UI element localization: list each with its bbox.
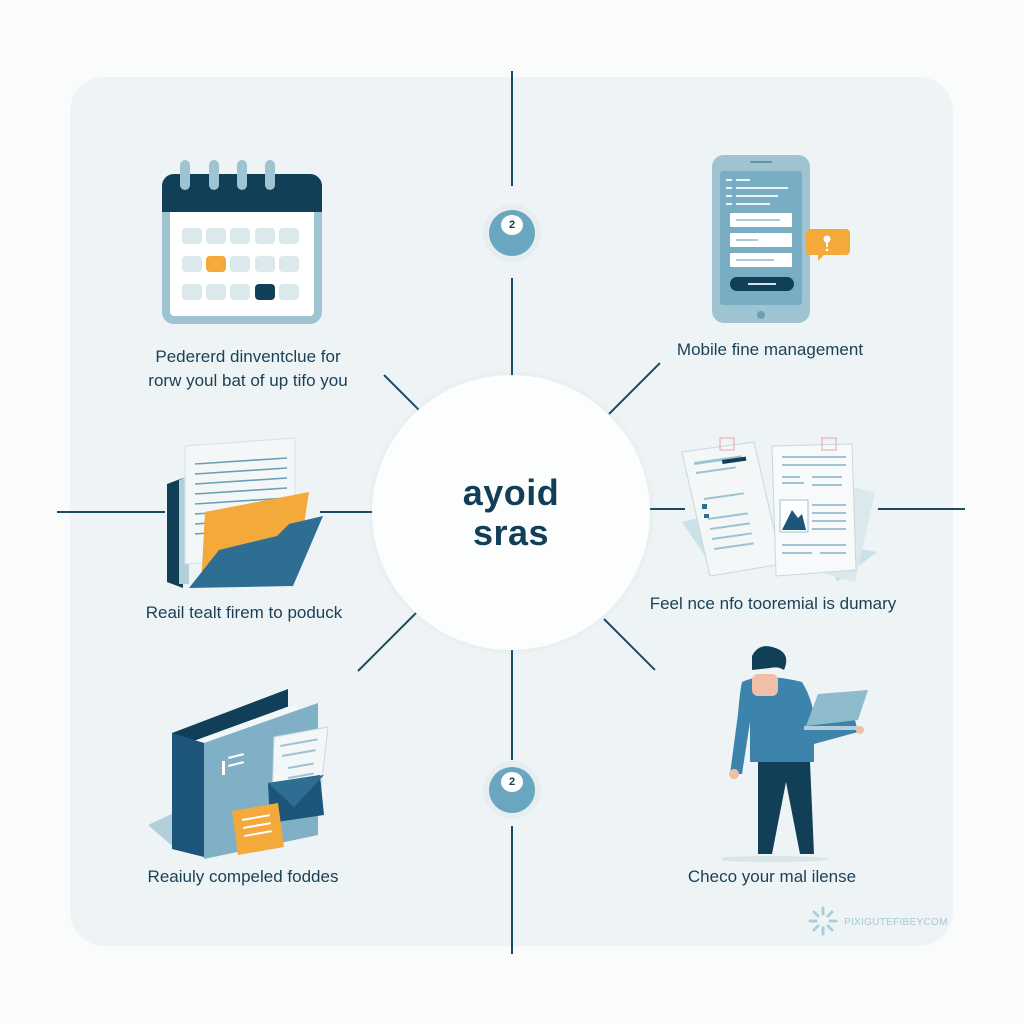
connector-right-outer bbox=[878, 508, 965, 510]
step-marker-top: 2 bbox=[489, 210, 535, 256]
item-label-top-right-line1: Mobile fine management bbox=[676, 340, 864, 359]
step-number-top: 2 bbox=[501, 215, 523, 235]
step-marker-bottom: 2 bbox=[489, 767, 535, 813]
connector-bottom-lower bbox=[511, 826, 513, 954]
calendar-icon bbox=[160, 158, 325, 333]
hub-title-line1: ayoid bbox=[462, 471, 560, 513]
documents-report-icon bbox=[672, 432, 882, 587]
connector-top-lower bbox=[511, 278, 513, 376]
item-label-bottom-right: Checo your mal ilense bbox=[682, 865, 862, 889]
hub-title-line2: sras bbox=[472, 511, 550, 553]
person-laptop-icon bbox=[714, 642, 882, 872]
item-label-middle-left-line1: Reail tealt firem to poduck bbox=[145, 603, 343, 622]
item-label-top-left-line2: rorw youl bat of up tifo you bbox=[148, 371, 348, 390]
watermark: PIXIGUTEFIBEYCOM bbox=[808, 906, 948, 939]
connector-top-upper bbox=[511, 71, 513, 186]
binder-folder-icon bbox=[148, 685, 333, 870]
mobile-phone-icon bbox=[712, 155, 857, 330]
sunburst-logo-icon bbox=[808, 906, 838, 939]
item-label-top-left: Pedererd dinventclue for rorw youl bat o… bbox=[130, 345, 366, 393]
item-label-bottom-left-line1: Reaiuly compeled foddes bbox=[147, 867, 339, 886]
item-label-bottom-left: Reaiuly compeled foddes bbox=[132, 865, 354, 889]
connector-left-outer bbox=[57, 511, 165, 513]
item-label-middle-right: Feel nce nfo tooremial is dumary bbox=[638, 592, 908, 616]
item-label-bottom-right-line1: Checo your mal ilense bbox=[687, 867, 857, 886]
item-label-top-right: Mobile fine management bbox=[660, 338, 880, 362]
folder-documents-icon bbox=[165, 436, 325, 601]
step-number-bottom: 2 bbox=[501, 772, 523, 792]
watermark-text: PIXIGUTEFIBEYCOM bbox=[844, 917, 948, 928]
item-label-middle-left: Reail tealt firem to poduck bbox=[126, 601, 362, 625]
connector-bottom-upper bbox=[511, 650, 513, 760]
connector-right-inner bbox=[650, 508, 685, 510]
item-label-top-left-line1: Pedererd dinventclue for bbox=[155, 347, 341, 366]
item-label-middle-right-line1: Feel nce nfo tooremial is dumary bbox=[649, 594, 897, 613]
hub-circle: ayoid sras bbox=[372, 375, 650, 650]
connector-left-inner bbox=[320, 511, 372, 513]
